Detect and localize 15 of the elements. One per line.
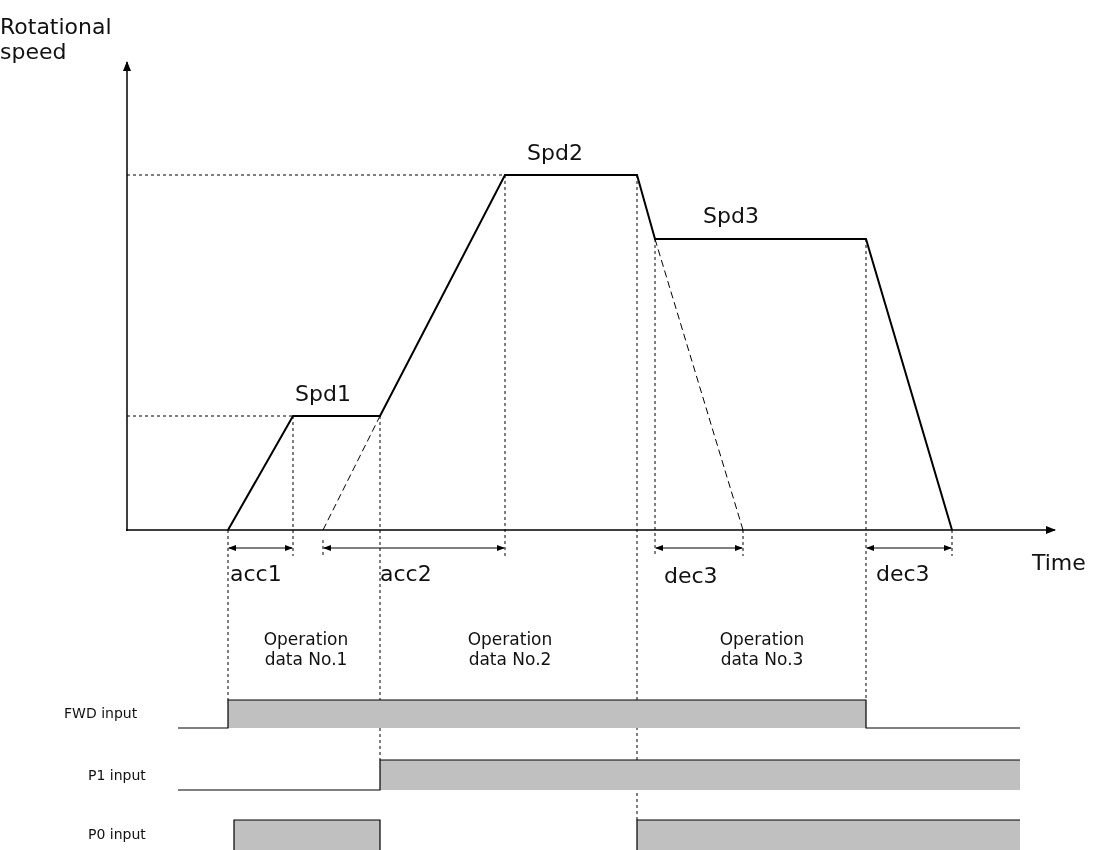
- speed-label: Spd3: [703, 203, 759, 229]
- axis-label: Time: [1032, 550, 1086, 576]
- dimension-label: acc2: [380, 561, 432, 587]
- speed-label: Spd2: [527, 140, 583, 166]
- speed-label: Spd1: [295, 381, 351, 407]
- signal-label: P1 input: [88, 767, 146, 784]
- dimension-label: acc1: [230, 561, 282, 587]
- segment-label: Operation data No.2: [466, 630, 554, 670]
- axis-label: Rotational speed: [0, 14, 113, 65]
- signal-label: FWD input: [64, 705, 138, 722]
- signal-label: P0 input: [88, 826, 146, 843]
- dimension-label: dec3: [664, 563, 718, 589]
- segment-label: Operation data No.1: [262, 630, 350, 670]
- dimension-label: dec3: [876, 561, 930, 587]
- segment-label: Operation data No.3: [718, 630, 806, 670]
